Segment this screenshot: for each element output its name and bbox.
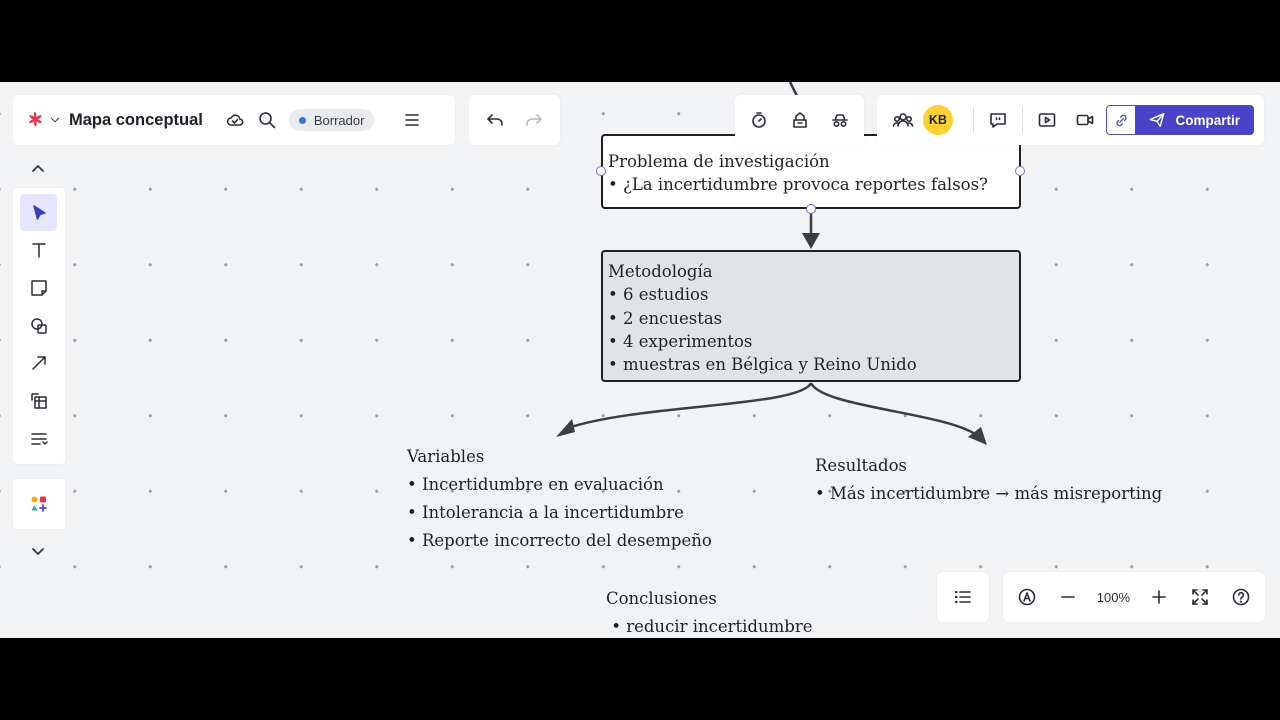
toolbar-collapse-up-icon[interactable] [26,157,50,181]
connector-methodology-to-results[interactable] [809,382,976,436]
conclusions-node[interactable]: Conclusiones • reducir incertidumbre [606,585,812,638]
text-tool[interactable] [20,232,57,269]
outline-button[interactable] [937,572,989,622]
link-icon [1116,114,1127,126]
arrow-icon [31,356,46,370]
history-panel [469,95,560,145]
connector-arrowhead [556,419,575,437]
video-icon[interactable] [1069,104,1101,136]
logo-icon[interactable] [23,104,47,136]
share-button-group: Compartir [1106,105,1254,135]
avatar[interactable]: KB [922,105,953,135]
timer-icon[interactable] [743,104,775,136]
conclusions-title: Conclusiones [606,589,717,608]
help-icon[interactable] [1225,581,1257,613]
connector-tool[interactable] [20,345,57,382]
methodology-node[interactable]: Metodología • 6 estudios • 2 encuestas •… [601,250,1021,382]
share-button[interactable]: Compartir [1136,105,1254,135]
list-icon [947,581,979,613]
menu-icon[interactable] [396,104,428,136]
variables-item: • Reporte incorrecto del desempeño [407,531,712,550]
fit-to-screen-icon[interactable] [1184,581,1216,613]
connector-top-partial [788,82,799,97]
presentation-icon[interactable] [1031,104,1063,136]
problem-title: Problema de investigación [608,152,830,171]
resize-handle-right[interactable] [1015,166,1025,176]
divider [1021,107,1023,133]
variables-title: Variables [407,447,485,466]
variables-item: • Intolerancia a la incertidumbre [407,503,684,522]
template-icon [30,432,48,445]
apps-panel[interactable] [13,479,65,529]
results-node[interactable]: Resultados • Más incertidumbre → más mis… [815,452,1162,508]
search-icon[interactable] [251,104,283,136]
connector-arrowhead [968,427,987,445]
status-dot [298,116,306,124]
resize-handle-left[interactable] [596,166,606,176]
select-tool[interactable] [20,194,57,231]
share-panel: KB Compartir [877,95,1264,145]
collaborators-icon[interactable] [887,104,919,136]
copy-link-button[interactable] [1106,105,1137,135]
methodology-item: • muestras en Bélgica y Reino Unido [608,355,917,375]
status-label: Borrador [313,112,365,128]
board-canvas[interactable]: Problema de investigación • ¿La incertid… [0,82,1280,638]
voting-icon[interactable] [784,104,816,136]
text-icon [31,243,46,258]
methodology-item: • 2 encuestas [608,308,723,328]
board-title[interactable]: Mapa conceptual [69,110,203,129]
sticky-note-tool[interactable] [20,269,57,306]
toolbar-expand-down-icon[interactable] [26,539,50,563]
frame-icon [30,393,47,409]
conclusions-item: • reducir incertidumbre [606,617,813,636]
problem-item: • ¿La incertidumbre provoca reportes fal… [608,175,988,195]
collaboration-tools-panel [735,95,864,145]
board-header-panel: Mapa conceptual Borrador [13,95,455,145]
cloud-icon[interactable] [219,104,251,136]
template-tool[interactable] [20,420,57,457]
zoom-out-icon[interactable] [1052,581,1084,613]
select-icon [32,204,46,220]
zoom-in-icon[interactable] [1143,581,1175,613]
methodology-title: Metodología [608,262,713,281]
zoom-panel: 100% [1003,572,1265,622]
chevron-down-icon[interactable] [47,104,63,136]
tools-toolbar [13,188,65,464]
variables-node[interactable]: Variables • Incertidumbre en evaluación … [407,443,712,555]
divider [972,107,974,133]
results-title: Resultados [815,456,907,475]
sticky-note-icon [30,280,47,296]
connector-methodology-to-variables[interactable] [567,382,813,430]
zoom-level[interactable]: 100% [1096,589,1130,605]
navigation-icon[interactable] [1011,581,1043,613]
send-icon [1149,112,1165,128]
redo-icon[interactable] [518,104,550,136]
share-button-label: Compartir [1175,112,1240,128]
methodology-item: • 6 estudios [608,285,709,305]
status-badge[interactable]: Borrador [288,109,375,131]
results-item: • Más incertidumbre → más misreporting [815,484,1163,503]
undo-icon[interactable] [479,104,511,136]
methodology-item: • 4 experimentos [608,331,753,351]
connector-arrowhead [802,233,820,249]
shapes-tool[interactable] [20,307,57,344]
problem-node[interactable]: Problema de investigación • ¿La incertid… [601,134,1021,209]
variables-item: • Incertidumbre en evaluación [407,475,664,494]
frame-tool[interactable] [20,382,57,419]
shapes-icon [30,317,47,334]
private-mode-icon[interactable] [824,104,856,136]
resize-handle-bottom[interactable] [806,204,816,214]
connector-layer [556,82,987,445]
apps-icon [31,496,47,512]
comment-icon[interactable] [982,104,1014,136]
